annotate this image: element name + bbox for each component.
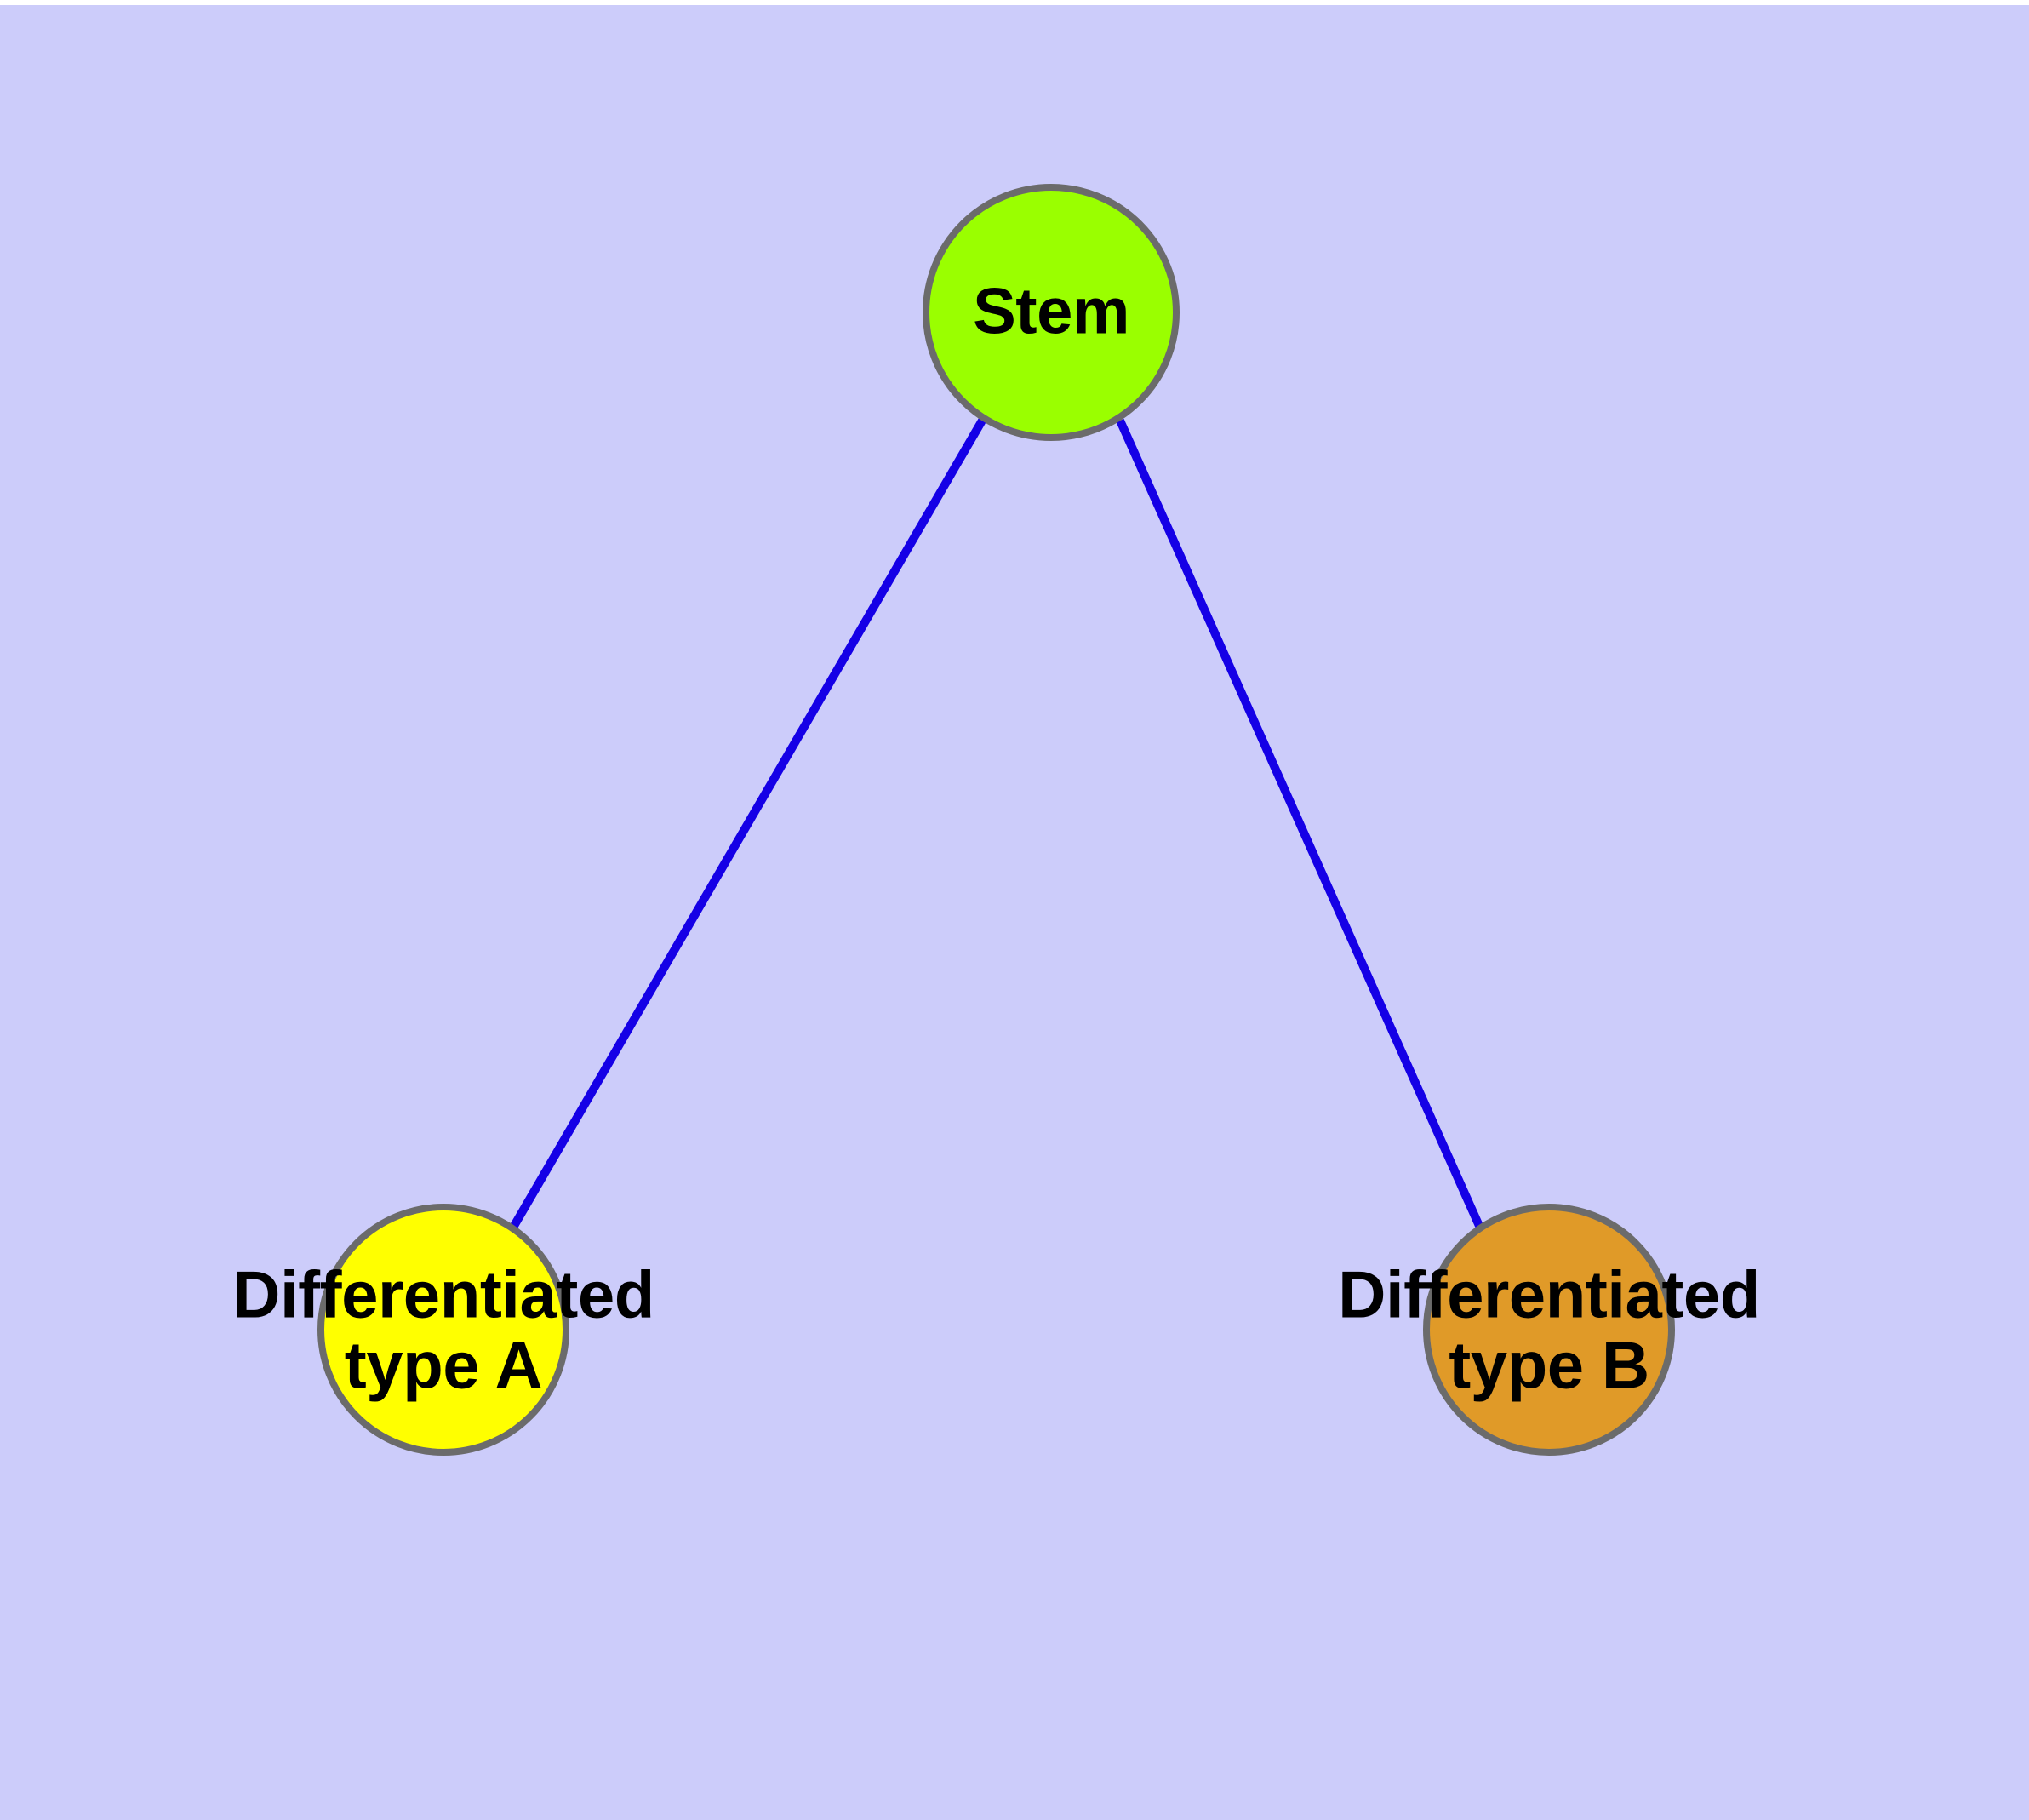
edge-stem-to-diff-a[interactable] <box>510 418 986 1228</box>
node-stem[interactable]: Stem <box>923 184 1180 441</box>
node-differentiated-type-b[interactable] <box>1423 1204 1675 1456</box>
edge-layer <box>510 418 1483 1228</box>
node-stem-label: Stem <box>973 275 1129 348</box>
node-layer: Stem Differentiated type A Differentiate… <box>0 5 2029 1820</box>
edge-stem-to-diff-b[interactable] <box>1116 418 1483 1228</box>
graph-plot-area: Stem Differentiated type A Differentiate… <box>0 5 2029 1820</box>
node-differentiated-type-a[interactable] <box>317 1204 569 1456</box>
